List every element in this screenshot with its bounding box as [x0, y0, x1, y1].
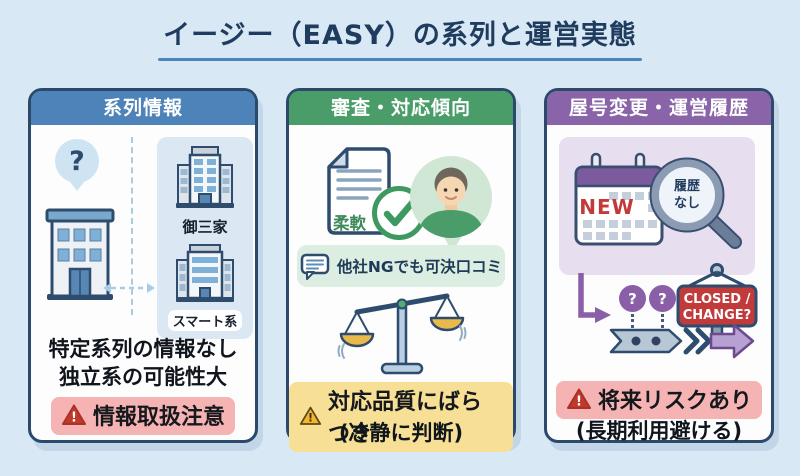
calendar-icon — [574, 152, 664, 246]
panel-history-body: NEW 履歴 なし ? — [547, 125, 771, 443]
sign-line-2: CHANGE? — [683, 308, 751, 323]
risk-badge-row: ! 将来リスクあり — [547, 381, 771, 419]
warning-exclamation: ! — [576, 395, 582, 410]
warning-exclamation: ! — [308, 411, 313, 425]
panel-history-header: 屋号変更・運営履歴 — [547, 91, 771, 125]
calendar-new-label: NEW — [579, 195, 635, 219]
question-bubble: ? — [55, 139, 99, 191]
quality-badge-label: 対応品質にばらつき — [327, 390, 482, 447]
elbow-arrow-icon — [578, 273, 611, 323]
question-tail-1 — [631, 314, 634, 328]
affiliation-conclusion: 特定系列の情報なし 独立系の可能性大 — [31, 335, 255, 392]
caution-badge-row: ! 情報取扱注意 — [31, 397, 255, 435]
review-note: 他社NGでも可決口コミ — [297, 245, 505, 287]
panel-affiliation-header: 系列情報 — [31, 91, 255, 125]
title-underline — [158, 58, 642, 61]
panel-screening-header: 審査・対応傾向 — [289, 91, 513, 125]
panel-history: 屋号変更・運営履歴 — [544, 88, 774, 443]
warning-triangle-yellow-icon: ! — [299, 406, 322, 425]
sign-line-1: CLOSED / — [684, 292, 751, 307]
closed-sign-icon: CLOSED / CHANGE? — [676, 263, 758, 347]
flexible-label: 柔軟 — [333, 214, 366, 233]
title-block: イージー（EASY）の系列と運営実態 — [0, 13, 800, 61]
question-mark: ? — [69, 145, 85, 177]
panel-affiliation-body: ? — [31, 125, 255, 440]
no-history-label: 履歴 なし — [663, 179, 711, 213]
conclusion-line-2: 独立系の可能性大 — [59, 365, 227, 390]
dashed-divider — [131, 137, 133, 315]
panels-row: 系列情報 ? — [28, 88, 774, 452]
caution-badge-label: 情報取扱注意 — [92, 405, 225, 430]
quality-badge: ! 対応品質にばらつき — [289, 382, 513, 452]
gosanke-building-icon — [176, 146, 234, 209]
risk-badge-label: 将来リスクあり — [597, 389, 752, 414]
risk-subtext: (長期利用避ける) — [575, 419, 743, 443]
gosanke-label: 御三家 — [182, 217, 228, 236]
panel-affiliation: 系列情報 ? — [28, 88, 258, 443]
question-tail-2 — [661, 314, 664, 328]
warning-triangle-red-icon: ! — [61, 404, 86, 426]
quality-badge-row: ! 対応品質にばらつき — [289, 382, 513, 452]
page-title: イージー（EASY）の系列と運営実態 — [163, 20, 637, 51]
warning-triangle-red-icon: ! — [566, 388, 591, 410]
no-history-line-1: 履歴 — [673, 179, 700, 194]
company-building-icon — [45, 208, 115, 300]
known-groups-box: 御三家 — [157, 137, 253, 339]
caution-badge: ! 情報取扱注意 — [50, 397, 235, 435]
person-avatar — [410, 156, 492, 252]
compare-arrow-icon — [103, 283, 155, 293]
no-history-line-2: なし — [673, 195, 700, 211]
question-badge-1: ? — [619, 285, 646, 312]
smart-building-icon — [176, 244, 234, 303]
speech-bubble-icon — [300, 253, 330, 280]
review-note-text: 他社NGでも可決口コミ — [336, 258, 503, 276]
panel-screening: 審査・対応傾向 柔軟 — [286, 88, 516, 452]
timeline-arrow-icon — [609, 323, 755, 359]
panel-screening-body: 柔軟 — [289, 125, 513, 452]
question-mark-2: ? — [658, 289, 667, 308]
risk-badge: ! 将来リスクあり — [555, 381, 762, 419]
warning-exclamation: ! — [71, 411, 77, 426]
quality-subtext: (冷静に判断) — [338, 421, 464, 445]
question-badge-2: ? — [649, 285, 676, 312]
smart-label: スマート系 — [167, 309, 243, 331]
magnifier-icon — [649, 157, 742, 249]
balance-scale-icon — [337, 293, 467, 375]
question-mark-1: ? — [628, 289, 637, 308]
conclusion-line-1: 特定系列の情報なし — [48, 337, 238, 361]
